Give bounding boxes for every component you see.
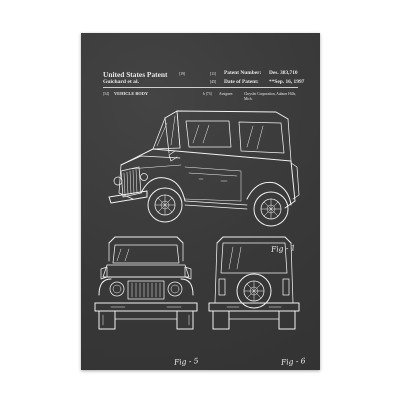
patent-number-label: Patent Number: xyxy=(224,70,262,76)
patent-drawings xyxy=(94,110,300,330)
inventor-name: Guichard et al. xyxy=(103,79,139,85)
patent-number-tag: [11] xyxy=(210,71,217,76)
patent-number-value: Des. 383,710 xyxy=(269,70,298,76)
header-divider xyxy=(103,87,298,88)
body-label: VEHICLE BODY xyxy=(114,91,149,96)
patent-title: United States Patent xyxy=(103,70,168,79)
date-value: **Sep. 16, 1997 xyxy=(269,78,305,85)
fig-1-label: Fig - 1 xyxy=(270,243,296,254)
jeep-rear-drawing xyxy=(208,236,300,330)
assignee-label: Assignee: xyxy=(219,91,234,96)
assignee-value-line2: Mich. xyxy=(244,96,253,101)
body-tag: [54] xyxy=(103,91,109,96)
patent-title-tag: [19] xyxy=(179,72,185,76)
assignee-tag: b [73] xyxy=(203,91,212,96)
date-tag: [45] xyxy=(210,79,217,84)
fig-6-label: Fig - 6 xyxy=(280,356,306,367)
date-label: Date of Patent: xyxy=(224,78,259,85)
patent-poster: United States Patent [19] Guichard et al… xyxy=(81,33,320,370)
assignee-value: Chrysler Corporation, Auburn Hills, xyxy=(244,91,297,96)
jeep-front-drawing xyxy=(94,236,198,330)
fig-5-label: Fig - 5 xyxy=(173,356,199,367)
jeep-perspective-drawing xyxy=(108,110,300,227)
